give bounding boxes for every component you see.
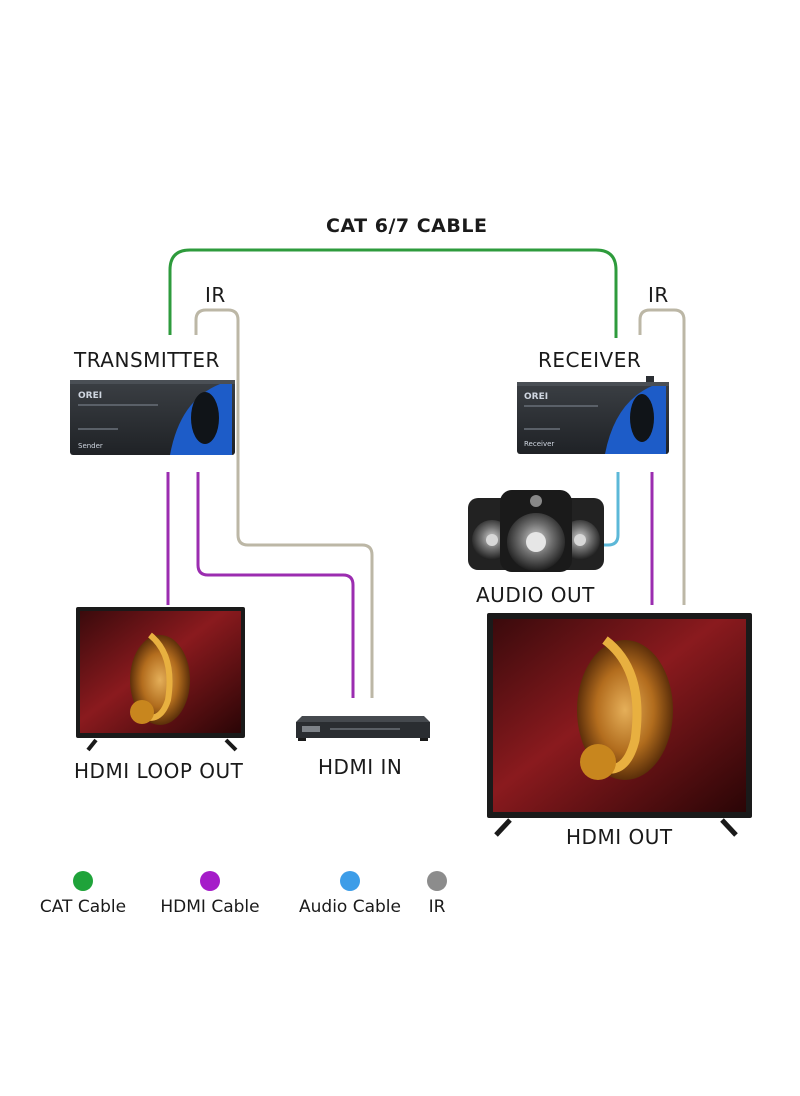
legend-dot-audio (340, 871, 360, 891)
transmitter-label: TRANSMITTER (74, 348, 220, 372)
transmitter-caption: Sender (78, 442, 103, 450)
receiver-label: RECEIVER (538, 348, 642, 372)
legend-item-cat: CAT Cable (36, 871, 130, 917)
legend-item-ir: IR (417, 871, 457, 917)
receiver-caption: Receiver (524, 440, 554, 448)
hdmi-line-in (196, 472, 355, 698)
tv-loop-out (76, 607, 245, 752)
audio-line (600, 472, 620, 547)
legend-label-audio: Audio Cable (299, 897, 401, 917)
legend-dot-hdmi (200, 871, 220, 891)
receiver-brand: OREI (524, 392, 548, 402)
legend-label-hdmi: HDMI Cable (160, 897, 260, 917)
cat-cable-line (168, 248, 618, 338)
player-device (296, 716, 430, 741)
receiver-device: OREI Receiver (517, 376, 669, 454)
cat-cable-title: CAT 6/7 CABLE (326, 215, 488, 237)
tv-hdmi-out (487, 613, 752, 837)
ir-line-right (638, 308, 686, 605)
ir-label-left: IR (205, 283, 226, 307)
legend-dot-ir (427, 871, 447, 891)
hdmi-in-label: HDMI IN (318, 755, 403, 779)
legend-dot-cat (73, 871, 93, 891)
legend-label-cat: CAT Cable (39, 897, 127, 917)
ir-line-left (194, 308, 374, 698)
legend-label-ir: IR (428, 897, 446, 917)
transmitter-device: OREI Sender (70, 380, 235, 455)
hdmi-loop-out-label: HDMI LOOP OUT (74, 759, 244, 783)
legend-item-audio: Audio Cable (294, 871, 406, 917)
audio-out-label: AUDIO OUT (476, 583, 595, 607)
speakers-icon (468, 490, 604, 572)
transmitter-brand: OREI (78, 391, 102, 401)
legend-item-hdmi: HDMI Cable (155, 871, 265, 917)
ir-label-right: IR (648, 283, 669, 307)
hdmi-out-label: HDMI OUT (566, 825, 673, 849)
